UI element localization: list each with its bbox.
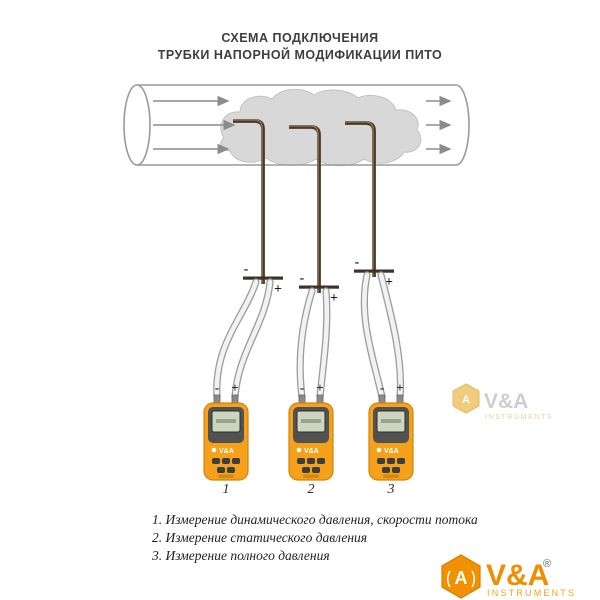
legend-item-1: 1. Измерение динамического давления, ско… — [152, 512, 478, 527]
meter-3-lcd-digits — [381, 419, 401, 423]
va-shield-wing-left — [447, 570, 451, 588]
manometer-2: - + V&A 2 — [288, 380, 334, 497]
pitot-tubes — [233, 119, 394, 293]
title-line-2: ТРУБКИ НАПОРНОЙ МОДИФИКАЦИИ ПИТО — [158, 47, 443, 62]
meter-1-brand-dot — [211, 447, 217, 453]
watermark-brand-name: V&A — [484, 390, 528, 413]
meter-2-minus-label: - — [300, 380, 304, 395]
meter-3-button — [387, 458, 395, 464]
meter-3-brand-dot — [376, 447, 382, 453]
probe-1-minus-label: - — [244, 262, 249, 277]
logo-shield-letter: A — [455, 568, 468, 588]
meter-2-button — [317, 458, 325, 464]
meter-1-button — [217, 467, 225, 473]
meter-1-minus-label: - — [215, 380, 219, 395]
pitot-tube-2-flange — [299, 285, 339, 289]
va-shield-icon — [441, 554, 481, 599]
logo-brand-subtitle: INSTRUMENTS — [487, 588, 576, 598]
meter-1-button — [212, 458, 220, 464]
pipe-right-cap — [455, 84, 470, 166]
meter-1-button — [232, 458, 240, 464]
hose-2-minus-core — [297, 288, 315, 400]
meter-3-plus-label: + — [396, 380, 403, 395]
hose-3-plus-core — [378, 272, 403, 400]
meter-3-button — [377, 458, 385, 464]
meter-2-button — [297, 458, 305, 464]
meter-3-button — [397, 458, 405, 464]
legend-item-2: 2. Измерение статического давления — [152, 530, 367, 545]
meter-3-button — [392, 467, 400, 473]
meter-2-lcd-digits — [301, 419, 321, 423]
pitot-tube-3-highlight — [345, 121, 374, 277]
title-line-1: СХЕМА ПОДКЛЮЧЕНИЯ — [221, 31, 378, 45]
pitot-tube-2-highlight — [289, 125, 319, 293]
meter-2-button — [302, 467, 310, 473]
probe-2-plus-label: + — [330, 291, 338, 306]
manometer-3: - + V&A 3 — [368, 380, 414, 497]
va-shield-wing-right — [471, 570, 475, 588]
legend: 1. Измерение динамического давления, ско… — [151, 512, 478, 563]
meter-2-brand: V&A — [304, 448, 319, 455]
hose-1-minus-core — [214, 279, 259, 400]
meter-1-plus-label: + — [231, 380, 238, 395]
meter-2-bottom-notch — [303, 474, 319, 478]
pipe — [123, 84, 470, 166]
logo-brand-name: V&A — [486, 559, 549, 592]
meter-3-button — [382, 467, 390, 473]
meter-2-number: 2 — [308, 482, 315, 497]
meter-3-bottom-notch — [383, 474, 399, 478]
legend-item-3: 3. Измерение полного давления — [151, 548, 330, 563]
watermark-shield-letter: A — [462, 394, 470, 406]
meter-2-plus-label: + — [316, 380, 323, 395]
flow-arrows — [153, 95, 452, 155]
pitot-tube-3-flange — [354, 269, 394, 273]
hose-1-plus-core — [232, 279, 273, 400]
flow-cloud — [220, 88, 422, 167]
pitot-tube-1-highlight — [233, 119, 263, 284]
watermark-brand-subtitle: INSTRUMENTS — [485, 414, 553, 421]
meter-1-button — [227, 467, 235, 473]
meter-3-minus-label: - — [380, 380, 384, 395]
probe-3-plus-label: + — [385, 275, 393, 290]
hose-3-minus-core — [362, 272, 385, 400]
pitot-tube-1-flange — [243, 276, 283, 280]
meter-1-brand: V&A — [219, 448, 234, 455]
logo-registered-mark: ® — [543, 558, 551, 570]
hose-2-plus-core — [317, 288, 330, 400]
manometer-1: - + V&A 1 — [203, 380, 249, 497]
meter-1-lcd-digits — [216, 419, 236, 423]
pipe-left-cap — [123, 84, 151, 166]
meter-2-button — [312, 467, 320, 473]
meter-3-number: 3 — [387, 482, 395, 497]
meter-2-brand-dot — [296, 447, 302, 453]
va-brand-logo: A V&A ® INSTRUMENTS — [441, 554, 576, 599]
hoses — [213, 271, 405, 401]
meter-1-bottom-notch — [218, 474, 234, 478]
va-shield-icon — [452, 383, 480, 414]
va-watermark-logo: A V&A INSTRUMENTS — [452, 383, 553, 421]
probe-2-minus-label: - — [300, 271, 305, 286]
probe-3-minus-label: - — [355, 255, 360, 270]
meter-1-number: 1 — [223, 482, 230, 497]
meter-2-button — [307, 458, 315, 464]
meter-3-brand: V&A — [384, 448, 399, 455]
meter-1-button — [222, 458, 230, 464]
probe-1-plus-label: + — [274, 282, 282, 297]
